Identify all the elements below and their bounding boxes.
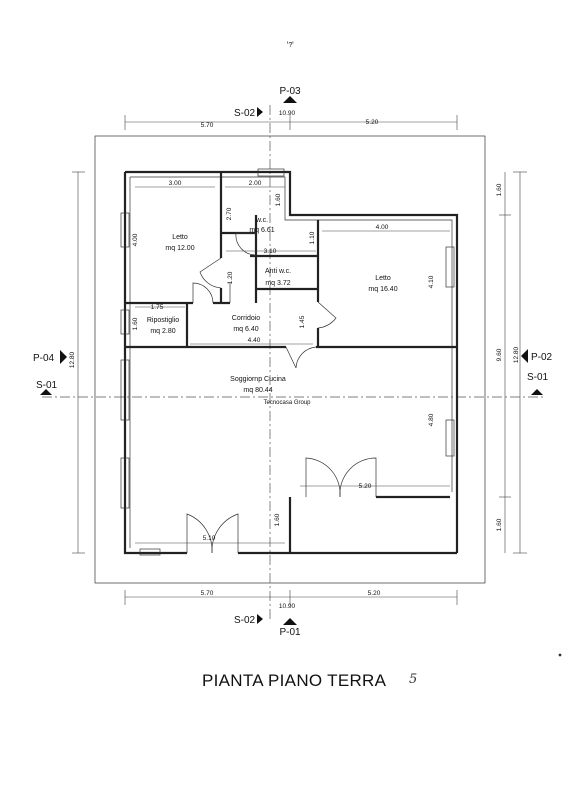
- room-soggiorno-name: Soggiornp Cucina: [230, 376, 286, 383]
- marker-s01-left: S-01: [36, 380, 58, 391]
- plan-title: PIANTA PIANO TERRA: [202, 671, 387, 690]
- dim-sogg-h2: 1.60: [274, 513, 281, 526]
- walls: [123, 170, 459, 555]
- dim-right-mid: 9.60: [496, 348, 503, 361]
- dim-corr-w: 4.40: [248, 337, 261, 344]
- room-ripostiglio-area: mq 2.80: [150, 328, 175, 335]
- s01-left-arrow-icon: [40, 389, 52, 395]
- dim-sogg-w-left: 5.10: [203, 535, 216, 542]
- dim-letto1-w: 3.00: [169, 180, 182, 187]
- room-corridoio-name: Corridoio: [232, 315, 261, 322]
- room-corridoio-area: mq 6.40: [233, 326, 258, 333]
- s02-bottom-arrow-icon: [257, 614, 263, 624]
- dot-mark: [558, 653, 562, 657]
- dim-sogg-w-right: 5.20: [359, 483, 372, 490]
- dim-bottom-left: 5.70: [201, 590, 214, 597]
- s01-right-arrow-icon: [531, 389, 543, 395]
- dim-top-total: 10.90: [279, 110, 296, 117]
- dim-right-total: 12.80: [513, 346, 520, 363]
- dim-sogg-h: 4.80: [428, 413, 435, 426]
- dim-step-h: 1.10: [309, 231, 316, 244]
- p03-arrow-icon: [283, 96, 297, 103]
- room-antiwc-name: Anti w.c.: [265, 268, 291, 275]
- dim-wc-h1: 2.70: [226, 207, 233, 220]
- room-wc-area: mq 6.61: [249, 227, 274, 234]
- marker-s02-bottom: S-02: [234, 615, 256, 626]
- dim-right-upper: 1.60: [496, 183, 503, 196]
- p01-arrow-icon: [283, 618, 297, 625]
- room-soggiorno-area: mq 80.44: [243, 387, 272, 394]
- page-mark: 5: [409, 672, 417, 687]
- top-scribble: ꞌ?ꞌ: [287, 42, 294, 49]
- room-wc-name: w.c.: [255, 217, 268, 224]
- dim-top-right: 5.20: [366, 119, 379, 126]
- watermark: Tecnocasa Group: [263, 400, 311, 406]
- room-letto1-area: mq 12.00: [165, 245, 194, 252]
- dim-antiwc-h: 1.20: [227, 271, 234, 284]
- room-letto1-name: Letto: [172, 234, 188, 241]
- doors: [186, 232, 377, 554]
- dim-antiwc-w: 3.10: [264, 248, 277, 255]
- dim-rip-h: 1.60: [132, 317, 139, 330]
- dim-right-lower: 1.60: [496, 518, 503, 531]
- marker-p02: P-02: [531, 352, 553, 363]
- dim-bottom-right: 5.20: [368, 590, 381, 597]
- s02-top-arrow-icon: [257, 107, 263, 117]
- room-ripostiglio-name: Ripostiglio: [147, 317, 179, 324]
- dim-wc-h2: 1.60: [275, 193, 282, 206]
- outer-frame: [94, 135, 486, 584]
- marker-s02-top: S-02: [234, 108, 256, 119]
- dim-bottom-total: 10.90: [279, 603, 296, 610]
- dim-top-left: 5.70: [201, 122, 214, 129]
- windows: [120, 168, 455, 556]
- room-antiwc-area: mq 3.72: [265, 280, 290, 287]
- p02-arrow-icon: [521, 349, 528, 363]
- dim-left-total: 12.80: [69, 351, 76, 368]
- marker-p01: P-01: [279, 627, 301, 638]
- section-markers: P-03 P-01 P-04 P-02 S-02 S-02 S-01 S-01: [33, 86, 553, 638]
- dim-wc-w: 2.00: [249, 180, 262, 187]
- dimension-lines: [72, 115, 527, 605]
- marker-p03: P-03: [279, 86, 301, 97]
- dim-letto2-w: 4.00: [376, 224, 389, 231]
- room-letto2-area: mq 16.40: [368, 286, 397, 293]
- dim-rip-w: 1.75: [151, 304, 164, 311]
- p04-arrow-icon: [60, 350, 67, 364]
- dim-corr-h: 1.45: [299, 315, 306, 328]
- marker-s01-right: S-01: [527, 372, 549, 383]
- marker-p04: P-04: [33, 353, 55, 364]
- dim-letto1-h: 4.00: [132, 233, 139, 246]
- dim-letto2-h: 4.10: [428, 275, 435, 288]
- room-letto2-name: Letto: [375, 275, 391, 282]
